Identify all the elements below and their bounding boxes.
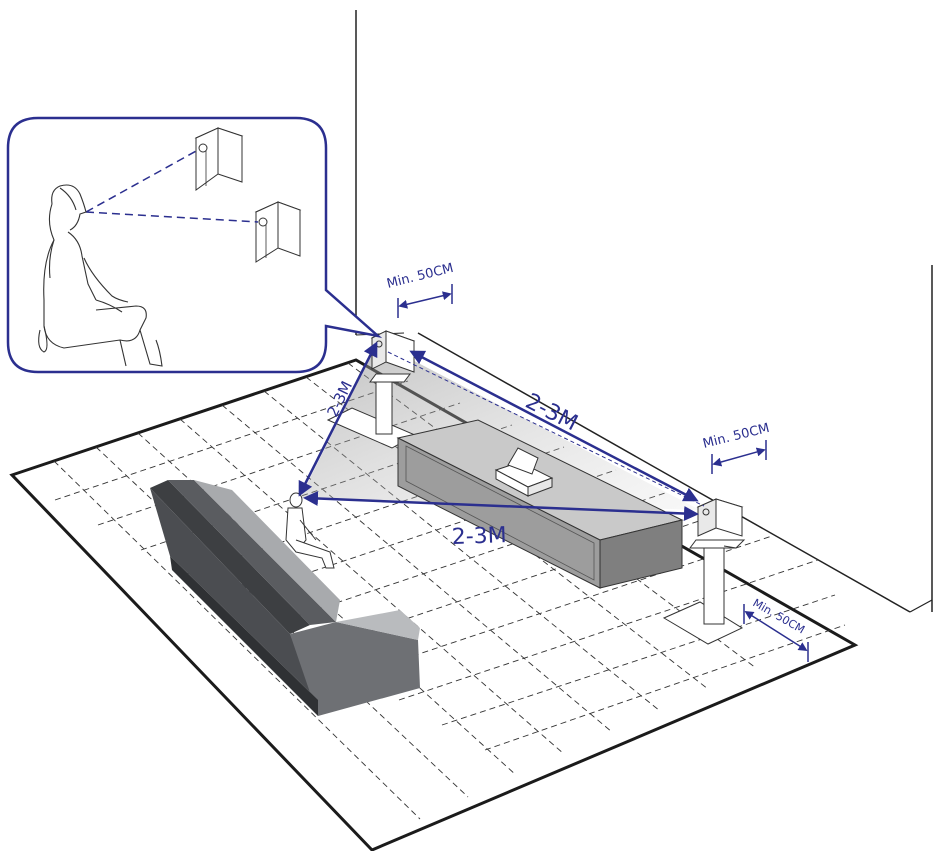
arrow-listener-to-right-speaker [303,490,699,522]
seated-person-icon [38,184,163,367]
callout-upper-speaker-icon [194,127,244,191]
right-clearance-label: Min. 50CM [701,421,771,452]
sofa-icon [150,480,420,716]
right-speaker-icon [696,498,744,537]
right-speaker-stand [662,539,746,645]
ear-height-callout [6,116,383,374]
arrow-listener-to-left-speaker [298,341,378,497]
left-clearance-label: Min. 50CM [385,261,455,292]
callout-lower-speaker-icon [254,201,302,263]
distance-arrows [298,341,699,522]
listener-icon [285,492,335,569]
arrow-speaker-to-speaker [409,350,699,502]
listener-to-right-speaker-label: 2-3M [451,523,507,550]
clearance-markers [397,284,809,662]
